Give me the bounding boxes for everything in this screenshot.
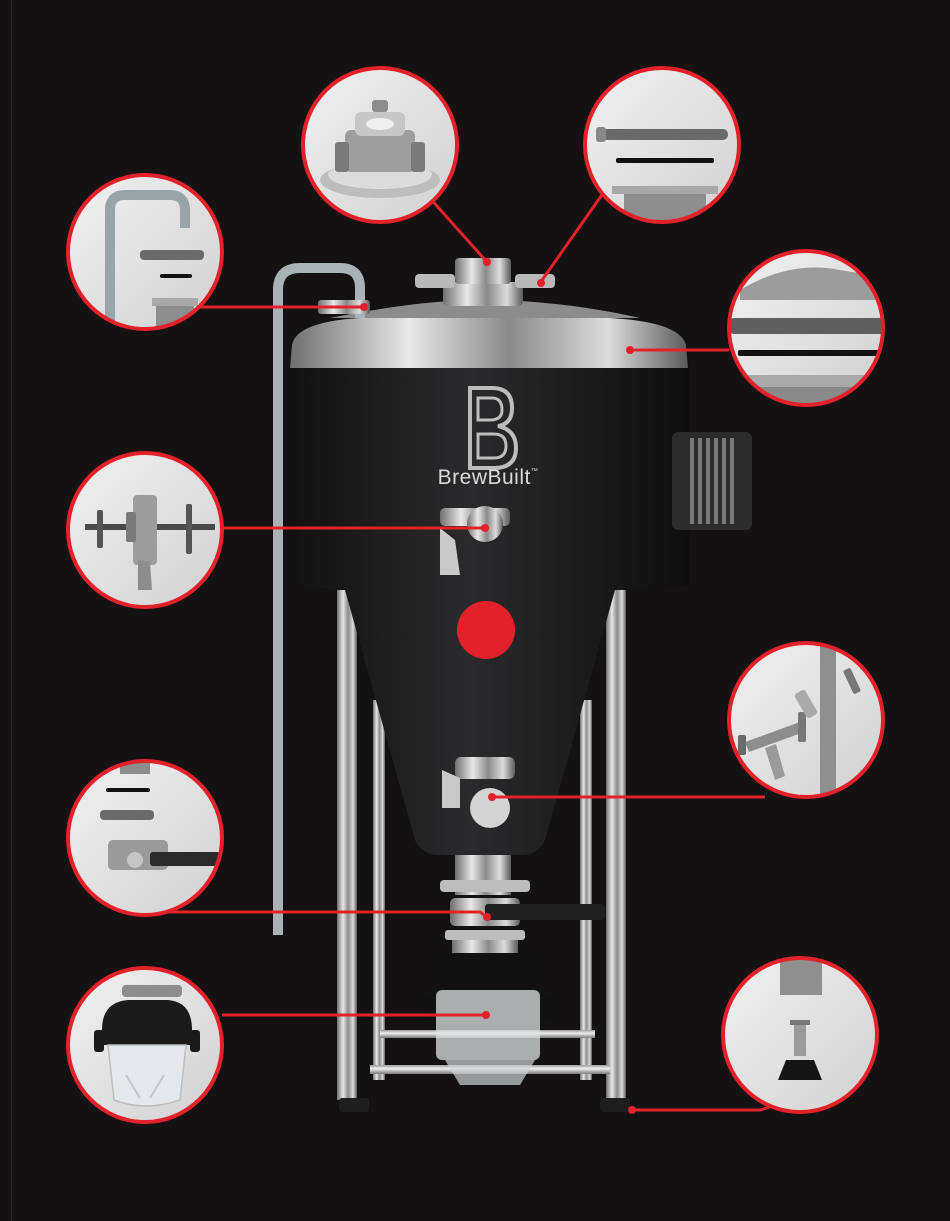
leader-line-pressure-lid	[428, 196, 487, 262]
leader-dot-butterfly-valve	[483, 913, 491, 921]
left-edge-divider	[11, 0, 12, 1221]
tank-leg-inner-left	[373, 700, 385, 1080]
tank-leg-inner-right	[580, 700, 592, 1080]
leader-line-clamp-gasket	[540, 192, 604, 283]
callout-butterfly-valve[interactable]	[68, 760, 222, 915]
callout-tri-clamp-gasket[interactable]	[585, 68, 739, 224]
tank-foot-right	[600, 1098, 630, 1112]
leader-dot-racking-valve	[488, 793, 496, 801]
cooling-module	[672, 432, 752, 530]
tank-leg-left	[337, 590, 357, 1100]
leader-line-leveling-foot	[632, 1106, 773, 1110]
callout-pressure-lid-assembly[interactable]	[303, 68, 457, 222]
callout-leveling-foot[interactable]	[723, 955, 877, 1112]
tank-foot-left	[339, 1098, 369, 1112]
leader-dot-thermowell	[481, 524, 489, 532]
leader-dot-leveling-foot	[628, 1106, 636, 1114]
callout-blowoff-arm[interactable]	[68, 175, 222, 336]
leader-dot-clamp-gasket	[537, 279, 545, 287]
fermenter-tank	[278, 258, 752, 1112]
leader-line-butterfly-valve	[163, 912, 487, 917]
leader-dot-blowoff-arm	[360, 303, 368, 311]
leader-dot-top-lid-clamp	[626, 346, 634, 354]
tank-top-band	[290, 318, 688, 368]
brand-trademark: ™	[531, 468, 539, 475]
brand-name: BrewBuilt	[438, 466, 531, 489]
tank-leg-right	[606, 590, 626, 1100]
center-red-dot	[457, 601, 515, 659]
collection-jar	[432, 953, 545, 990]
callout-thermowell-port[interactable]	[68, 453, 222, 607]
leader-dot-pressure-lid	[483, 258, 491, 266]
callout-top-lid-clamp[interactable]	[728, 251, 900, 407]
leader-dot-collection-jar	[482, 1011, 490, 1019]
callout-racking-valve[interactable]	[729, 640, 883, 800]
brand-wordmark: BrewBuilt™	[388, 466, 588, 490]
callout-collection-jar[interactable]	[68, 968, 222, 1122]
